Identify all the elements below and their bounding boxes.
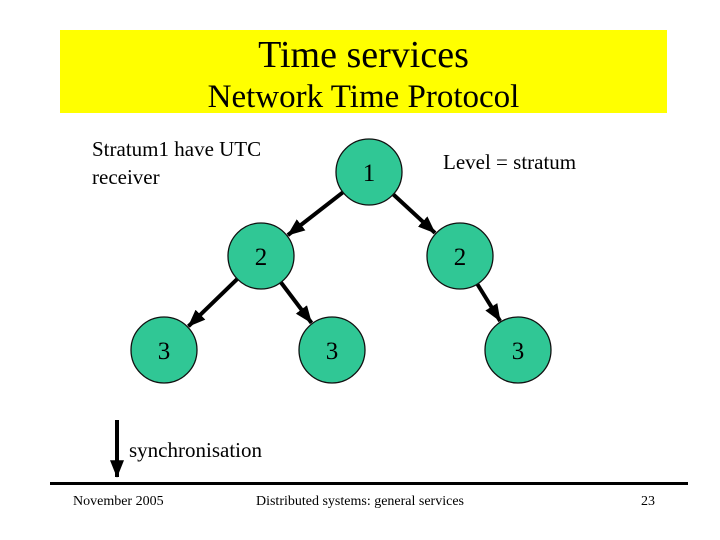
footer-course-title: Distributed systems: general services: [255, 494, 464, 509]
tree-node-label-stratum3-middle: 3: [326, 338, 339, 365]
tree-node-label-stratum3-right: 3: [512, 338, 525, 365]
tree-edge-stratum1-to-stratum2-right: [390, 191, 437, 235]
note-stratum1-utc: Stratum1 have UTC receiver: [92, 137, 262, 189]
footer-date: November 2005: [73, 494, 164, 509]
tree-node-stratum3-middle: [298, 316, 366, 384]
tree-node-label-stratum3-left: 3: [158, 338, 171, 365]
tree-edge-stratum2-right-to-stratum3-right: [474, 281, 502, 323]
note-level-stratum: Level = stratum: [443, 150, 577, 174]
tree-node-stratum1: [335, 138, 403, 206]
footer-divider: [50, 482, 688, 485]
tree-node-stratum3-right: [484, 316, 552, 384]
slide-subtitle: Network Time Protocol: [207, 79, 520, 115]
sync-label: synchronisation: [129, 438, 262, 462]
tree-node-label-stratum2-right: 2: [454, 244, 467, 271]
tree-node-stratum2-left: [227, 222, 295, 290]
tree-node-stratum3-left: [130, 316, 198, 384]
footer-page-number: 23: [641, 494, 655, 509]
tree-node-label-stratum2-left: 2: [255, 244, 268, 271]
tree-edge-stratum1-to-stratum2-left: [286, 189, 346, 237]
slide-title: Time services: [258, 34, 469, 76]
tree-nodes: 1 2 2 3 3 3: [130, 138, 552, 384]
tree-node-label-stratum1: 1: [363, 160, 376, 187]
tree-node-stratum2-right: [426, 222, 494, 290]
tree-edge-stratum2-left-to-stratum3-middle: [278, 279, 314, 325]
header-banner: Time services Network Time Protocol: [60, 30, 667, 115]
tree-edge-stratum2-left-to-stratum3-left: [187, 276, 241, 328]
tree-edges: [110, 189, 502, 478]
